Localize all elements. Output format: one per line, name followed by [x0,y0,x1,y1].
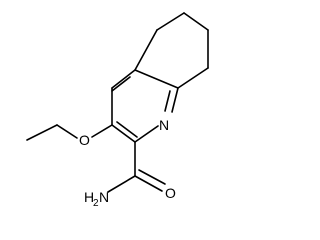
bond-camide-o-double [138,169,166,185]
bond-ch2-ch3 [26,124,58,141]
bond-o-ch2 [56,124,78,139]
bond-n1-c8a-double [164,90,171,112]
atom-n-ring: N [159,117,169,133]
atom-o-carbonyl: O [165,185,176,201]
bond-c2-n1 [134,125,159,143]
structure-canvas: O N O H 2 N [26,12,209,209]
chemical-structure: O N O H 2 N [26,12,209,209]
bond-c3-o [91,124,113,138]
bond-n1-c8a [171,87,179,113]
atom-amide-h: H [84,189,94,205]
atom-amide-n: N [99,189,109,205]
bond-c3-c2-double [116,121,138,138]
bond-c6-c7 [183,12,209,31]
bonds [26,12,209,193]
bond-c8a-c4a [134,69,179,89]
bond-c5-c6 [156,12,185,31]
bond-c8-c8a [177,67,209,89]
bond-c4a-c5 [134,29,158,71]
atom-amide-subscript: 2 [93,198,99,209]
bond-c3-c2 [111,124,136,143]
bond-camide-o [134,175,163,192]
bond-c4a-c4 [111,69,136,89]
atom-o-ethoxy: O [79,132,90,148]
bond-camide-n [107,175,136,193]
bond-c4-c4-double [111,76,131,92]
